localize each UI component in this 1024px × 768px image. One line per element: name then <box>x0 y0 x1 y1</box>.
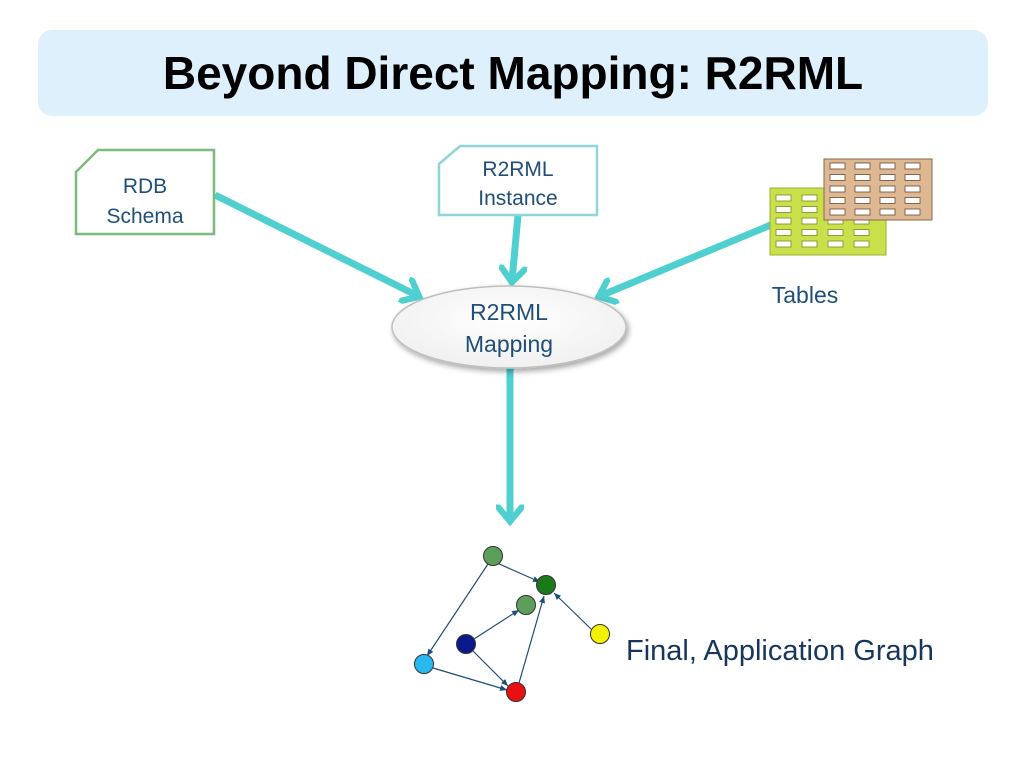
table-cell <box>801 206 818 213</box>
arrow-rdb-to-mapping <box>213 191 418 296</box>
table-cell <box>853 229 870 236</box>
table-cell <box>854 174 871 181</box>
r2rml-instance-label-line1: R2RML <box>482 158 553 181</box>
rdb-schema-label-line1: RDB <box>123 175 167 198</box>
graph-edge <box>426 563 489 657</box>
r2rml-mapping-label-line2: Mapping <box>465 331 553 357</box>
graph-node <box>506 682 526 702</box>
rdb-schema-node: RDB Schema <box>74 148 216 236</box>
table-cell <box>854 197 871 204</box>
graph-node <box>516 595 536 615</box>
title-banner: Beyond Direct Mapping: R2RML <box>38 30 988 116</box>
table-cell <box>775 194 792 202</box>
table-cell <box>801 229 818 236</box>
table-cell <box>801 240 818 248</box>
graph-edge <box>432 667 508 691</box>
table-cell <box>879 162 896 170</box>
tables-icon <box>769 158 933 256</box>
application-graph <box>426 562 592 691</box>
table-cell <box>904 208 921 216</box>
table-cell <box>879 174 896 181</box>
r2rml-instance-label-line2: Instance <box>478 187 557 210</box>
r2rml-mapping-label-line1: R2RML <box>470 299 548 325</box>
graph-node <box>414 654 434 674</box>
graph-node <box>590 624 610 644</box>
table-cell <box>829 208 846 216</box>
r2rml-mapping-node: R2RML Mapping <box>391 285 627 369</box>
graph-edge <box>518 595 545 684</box>
table-cell <box>879 185 896 193</box>
graph-edge <box>473 609 520 640</box>
table-cell <box>775 206 792 213</box>
graph-edge <box>472 650 509 687</box>
table-cell <box>827 240 844 248</box>
r2rml-instance-node: R2RML Instance <box>437 144 599 217</box>
table-cell <box>904 185 921 193</box>
graph-edge <box>553 592 592 630</box>
table-cell <box>879 208 896 216</box>
table-cell <box>854 162 871 170</box>
table-cell <box>879 197 896 204</box>
table-cell <box>904 162 921 170</box>
graph-edge <box>496 562 541 583</box>
arrow-tables-to-mapping <box>600 218 780 296</box>
tables-label: Tables <box>772 282 838 308</box>
table-cell <box>829 174 846 181</box>
table-cell <box>854 185 871 193</box>
table-cell <box>775 240 792 248</box>
table-cell <box>827 229 844 236</box>
graph-node <box>483 546 503 566</box>
table-cell <box>801 217 818 225</box>
table-cell <box>829 197 846 204</box>
table-cell <box>904 174 921 181</box>
rdb-schema-label-line2: Schema <box>106 205 183 228</box>
graph-node <box>456 634 476 654</box>
table-cell <box>775 229 792 236</box>
graph-nodes <box>414 546 610 702</box>
arrow-instance-to-mapping <box>512 214 518 281</box>
graph-node <box>536 575 556 595</box>
table-cell <box>904 197 921 204</box>
table-cell <box>829 185 846 193</box>
final-graph-label: Final, Application Graph <box>626 635 934 667</box>
table-cell <box>854 208 871 216</box>
table-cell <box>829 162 846 170</box>
table-cell <box>853 240 870 248</box>
page-title: Beyond Direct Mapping: R2RML <box>162 47 864 99</box>
table-cell <box>801 194 818 202</box>
table-cell <box>775 217 792 225</box>
